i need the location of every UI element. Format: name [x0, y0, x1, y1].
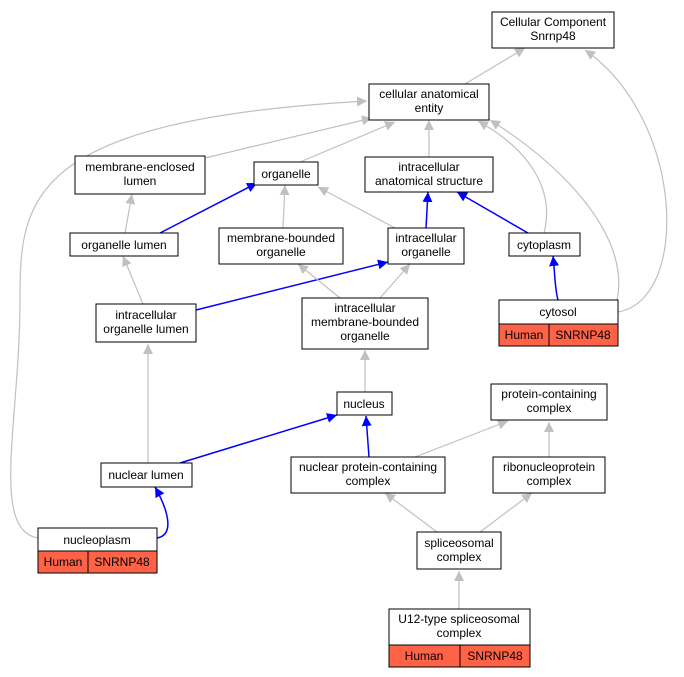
edge-part-of [456, 191, 529, 234]
node-label-line: spliceosomal [424, 536, 493, 550]
edge-is-a [477, 120, 548, 234]
node-protein-containing-complex[interactable]: protein-containing complex [490, 383, 608, 421]
node-label-line: organelle [256, 245, 306, 259]
node-label-line: Snrnp48 [530, 29, 576, 43]
edge-is-a [479, 492, 533, 533]
node-label-line: cellular anatomical [379, 87, 478, 101]
edge-is-a [10, 96, 368, 539]
edge-is-a [379, 263, 411, 299]
node-label-line: organelle lumen [81, 238, 166, 252]
edge-part-of [154, 486, 169, 539]
edge-part-of [195, 259, 389, 311]
edge-is-a [489, 119, 620, 301]
node-label-line: nuclear protein-containing [299, 460, 437, 474]
edge-is-a [299, 121, 396, 163]
node-label-line: complex [437, 550, 482, 564]
edge-part-of [159, 182, 258, 234]
node-label-line: intracellular [115, 308, 176, 322]
edge-part-of [179, 413, 338, 464]
node-nucleus[interactable]: nucleus [336, 391, 393, 416]
node-label-line: nucleoplasm [63, 533, 130, 547]
node-ribonucleoprotein-complex[interactable]: ribonucleoprotein complex [492, 456, 606, 494]
edge-part-of [422, 191, 433, 229]
edge-part-of [549, 255, 560, 301]
node-cytosol[interactable]: cytosol Human SNRNP48 [498, 299, 619, 347]
edges [10, 47, 668, 609]
node-label-line: organelle [401, 245, 451, 259]
node-intracellular-organelle-lumen[interactable]: intracellular organelle lumen [95, 303, 197, 343]
node-label-line: organelle [340, 329, 390, 343]
node-label-line: complex [346, 474, 391, 488]
node-u12-type-spliceosomal-complex[interactable]: U12-type spliceosomal complex Human SNRN… [388, 608, 531, 668]
edge-is-a [122, 255, 144, 305]
node-organelle-lumen[interactable]: organelle lumen [69, 232, 179, 257]
node-label-line: anatomical structure [375, 174, 483, 188]
node-membrane-bounded-organelle[interactable]: membrane-bounded organelle [218, 227, 344, 265]
node-label-line: complex [527, 474, 572, 488]
annotation-species: Human [405, 649, 444, 663]
annotation-species: Human [44, 555, 83, 569]
edge-is-a [584, 49, 668, 313]
node-label-line: organelle lumen [103, 322, 188, 336]
node-nuclear-lumen[interactable]: nuclear lumen [100, 462, 193, 488]
node-intracellular-anatomical-structure[interactable]: intracellular anatomical structure [364, 156, 494, 193]
node-label-line: Cellular Component [500, 15, 607, 29]
node-label-line: complex [437, 626, 482, 640]
annotation-species: Human [505, 328, 544, 342]
annotation-gene: SNRNP48 [467, 649, 523, 663]
node-label-line: cytoplasm [517, 238, 571, 252]
node-cytoplasm[interactable]: cytoplasm [508, 232, 581, 257]
node-label-line: cytosol [539, 305, 576, 319]
edge-is-a [317, 186, 396, 229]
edge-part-of [361, 415, 372, 458]
node-label-line: nuclear lumen [108, 468, 183, 482]
node-membrane-enclosed-lumen[interactable]: membrane-enclosed lumen [74, 155, 206, 195]
annotation-gene: SNRNP48 [94, 555, 150, 569]
node-nuclear-protein-containing-complex[interactable]: nuclear protein-containing complex [290, 456, 446, 494]
node-label-line: membrane-bounded [311, 315, 419, 329]
annotation-gene-cell [87, 550, 158, 574]
node-label-line: intracellular [395, 231, 456, 245]
node-label-line: ribonucleoprotein [503, 460, 595, 474]
annotation-gene: SNRNP48 [555, 328, 611, 342]
node-nucleoplasm[interactable]: nucleoplasm Human SNRNP48 [37, 527, 158, 574]
node-label-line: intracellular [398, 160, 459, 174]
node-label-line: nucleus [343, 397, 384, 411]
edge-is-a [464, 47, 526, 85]
edge-is-a [384, 492, 438, 533]
node-label-line: membrane-enclosed [85, 160, 194, 174]
node-label-line: lumen [124, 174, 157, 188]
node-label-line: complex [527, 401, 572, 415]
annotation-gene-cell [548, 323, 619, 347]
annotation-gene-cell [459, 644, 531, 668]
node-label-line: entity [415, 101, 444, 115]
node-label-line: intracellular [334, 301, 395, 315]
edge-is-a [124, 193, 136, 234]
node-organelle[interactable]: organelle [253, 161, 319, 186]
node-label-line: organelle [261, 167, 311, 181]
edge-is-a [279, 184, 290, 229]
edge-is-a [204, 115, 373, 159]
node-label-line: membrane-bounded [227, 231, 335, 245]
node-cellular-component-snrnp48[interactable]: Cellular Component Snrnp48 [491, 11, 615, 49]
edge-is-a [414, 419, 509, 458]
node-spliceosomal-complex[interactable]: spliceosomal complex [416, 531, 502, 570]
node-intracellular-membrane-bounded-organelle[interactable]: intracellular membrane-bounded organelle [301, 297, 429, 350]
node-label-line: U12-type spliceosomal [398, 612, 519, 626]
node-label-line: protein-containing [501, 387, 596, 401]
node-cellular-anatomical-entity[interactable]: cellular anatomical entity [368, 83, 490, 121]
node-intracellular-organelle[interactable]: intracellular organelle [387, 227, 465, 265]
edge-is-a [297, 263, 341, 299]
